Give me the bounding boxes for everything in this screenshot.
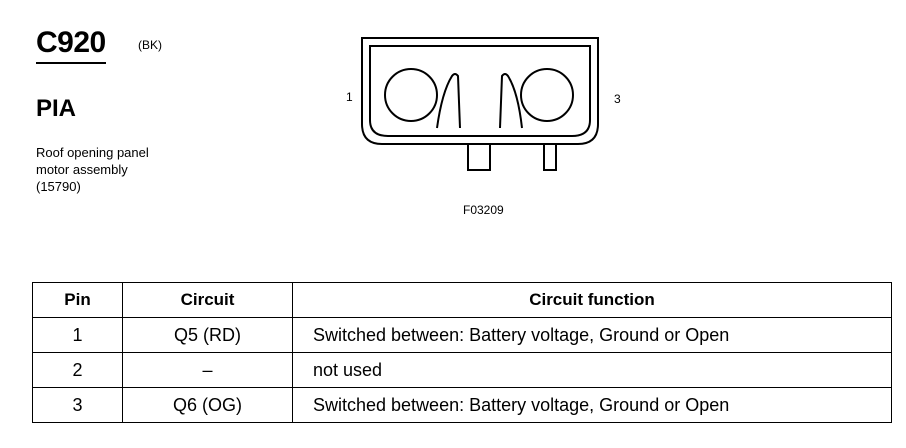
connector-code: C920 bbox=[36, 28, 106, 64]
table-row: 3 Q6 (OG) Switched between: Battery volt… bbox=[32, 387, 892, 423]
connector-color: (BK) bbox=[138, 38, 162, 52]
pin-table: Pin Circuit Circuit function 1 Q5 (RD) S… bbox=[32, 282, 892, 423]
figure-reference: F03209 bbox=[463, 203, 504, 217]
cell-circuit: – bbox=[122, 352, 293, 388]
cell-circuit: Q5 (RD) bbox=[122, 317, 293, 353]
latch-rib-left bbox=[436, 73, 461, 129]
table-row: 2 – not used bbox=[32, 352, 892, 388]
connector-face-drawing bbox=[361, 37, 599, 171]
terminal-1 bbox=[384, 68, 438, 122]
header-circuit: Circuit bbox=[122, 282, 293, 318]
terminal-3 bbox=[520, 68, 574, 122]
connector-housing bbox=[361, 37, 599, 145]
cell-function: not used bbox=[292, 352, 892, 388]
header-pin: Pin bbox=[32, 282, 123, 318]
latch-rib-right bbox=[499, 73, 523, 129]
header-circuit-function: Circuit function bbox=[292, 282, 892, 318]
cell-function: Switched between: Battery voltage, Groun… bbox=[292, 387, 892, 423]
locking-tab bbox=[467, 143, 491, 171]
description-line: Roof opening panel bbox=[36, 145, 149, 160]
description-line: motor assembly bbox=[36, 162, 128, 177]
description-line: (15790) bbox=[36, 179, 81, 194]
table-row: 1 Q5 (RD) Switched between: Battery volt… bbox=[32, 317, 892, 353]
connector-cavity bbox=[369, 45, 591, 137]
pin-1-label: 1 bbox=[346, 90, 353, 104]
cell-pin: 2 bbox=[32, 352, 123, 388]
cell-pin: 3 bbox=[32, 387, 123, 423]
cell-circuit: Q6 (OG) bbox=[122, 387, 293, 423]
key-tab bbox=[543, 143, 557, 171]
table-header-row: Pin Circuit Circuit function bbox=[32, 282, 892, 318]
cell-pin: 1 bbox=[32, 317, 123, 353]
cell-function: Switched between: Battery voltage, Groun… bbox=[292, 317, 892, 353]
pin-3-label: 3 bbox=[614, 92, 621, 106]
connector-id: PIA bbox=[36, 95, 77, 122]
connector-diagram: 1 3 bbox=[340, 32, 640, 222]
component-description: Roof opening panel motor assembly (15790… bbox=[36, 144, 149, 195]
